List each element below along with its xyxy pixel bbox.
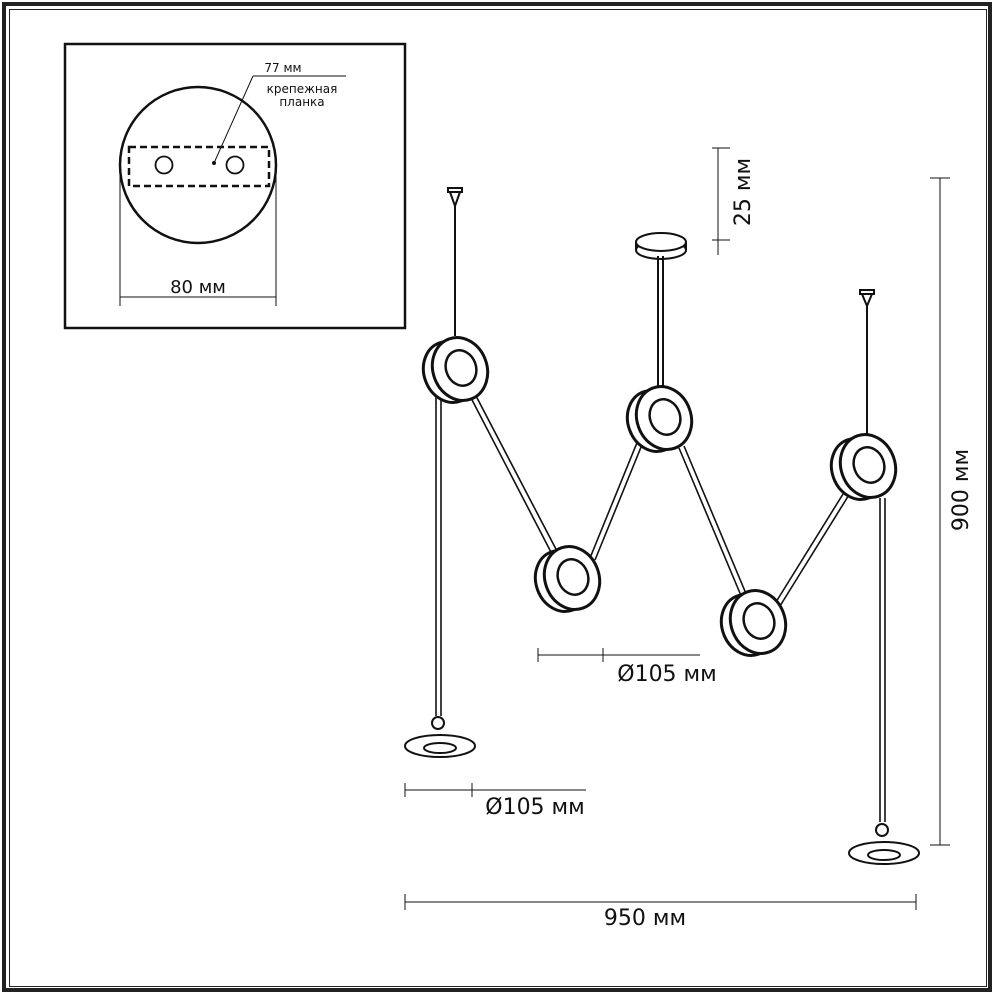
light-disc-3 <box>625 385 694 453</box>
floor-base-right <box>848 823 920 865</box>
bracket-label-1: крепежная <box>267 82 338 96</box>
ceiling-canopy <box>635 232 687 260</box>
canopy-height-label: 25 мм <box>731 158 756 226</box>
disc-diameter-label: Ø105 мм <box>617 662 717 687</box>
total-width-label: 950 мм <box>604 906 686 931</box>
light-disc-4 <box>719 589 788 657</box>
canopy-outline <box>118 85 278 245</box>
screw-hole-right <box>225 155 245 175</box>
base-diameter-label: Ø105 мм <box>485 795 585 820</box>
dimension-lines <box>404 147 950 910</box>
light-disc-2 <box>533 545 602 613</box>
bracket-width-label: 77 мм <box>264 61 301 75</box>
canopy-inset: 77 мм крепежная планка 80 мм <box>63 42 407 330</box>
total-height-label: 900 мм <box>949 449 974 531</box>
lamp-drawing <box>404 187 920 865</box>
sheet-border-inner <box>9 9 987 987</box>
floor-base-left <box>404 716 476 758</box>
mounting-bracket <box>127 145 271 188</box>
light-disc-1 <box>421 336 490 404</box>
canopy-diameter-label: 80 мм <box>170 277 226 298</box>
screw-hole-left <box>154 155 174 175</box>
light-disc-5 <box>829 433 898 501</box>
bracket-label-2: планка <box>279 95 324 109</box>
